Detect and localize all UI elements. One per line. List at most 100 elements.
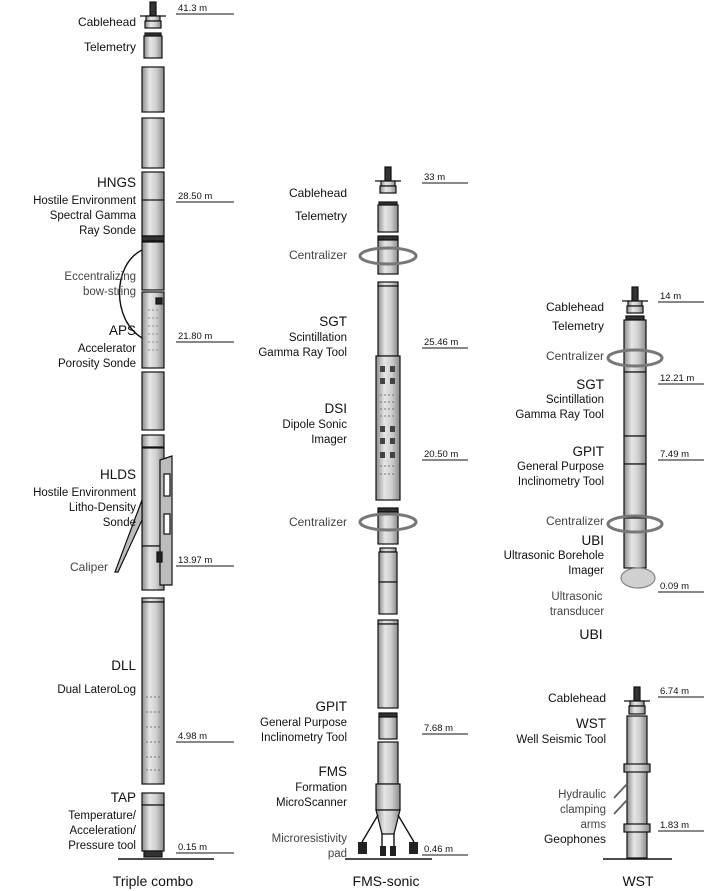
wst-arms-label: Hydraulic clamping arms xyxy=(558,788,606,833)
sgt-title: SGT xyxy=(319,314,347,329)
ubi-depth-4: 0.09 m xyxy=(660,581,690,592)
fms-title: FMS xyxy=(318,764,348,779)
fms-depth-5: 0.46 m xyxy=(424,844,454,855)
transducer-1: Ultrasonic xyxy=(551,591,603,603)
sgt-desc-2: Gamma Ray Tool xyxy=(258,347,347,359)
fms-desc-2: MicroScanner xyxy=(276,797,347,809)
tc-depth-2: 28.50 m xyxy=(178,191,213,202)
fms-sgt-label: SGT Scintillation Gamma Ray Tool xyxy=(258,314,347,361)
tc-telemetry-label: Telemetry xyxy=(83,40,136,54)
arms-1: Hydraulic xyxy=(558,789,606,801)
fms-depth-3: 20.50 m xyxy=(424,449,459,460)
dsi-desc-1: Dipole Sonic xyxy=(282,419,347,431)
ubi-depth-3: 7.49 m xyxy=(660,449,690,460)
dll-title: DLL xyxy=(111,658,136,673)
tc-dll-label: DLL Dual LateroLog xyxy=(57,658,136,698)
tap-desc-3: Pressure tool xyxy=(68,840,136,852)
ubi-sgt-title: SGT xyxy=(576,377,604,392)
hlds-desc-3: Sonde xyxy=(102,517,136,529)
bow-string-shape xyxy=(118,249,143,339)
tc-tap-label: TAP Temperature/ Acceleration/ Pressure … xyxy=(68,790,136,854)
wst-desc: Well Seismic Tool xyxy=(516,734,606,746)
caliper-arm-shape xyxy=(114,499,143,573)
ultrasonic-transducer-shape xyxy=(620,567,656,589)
ubi-desc-2: Imager xyxy=(568,565,604,577)
fms-centralizer-1-label: Centralizer xyxy=(288,248,347,262)
gpit-desc-2: Inclinometry Tool xyxy=(260,732,347,744)
ubi-desc-1: Ultrasonic Borehole xyxy=(503,550,604,562)
ubi-centralizer-1-label: Centralizer xyxy=(545,349,604,363)
wst-depth-1: 6.74 m xyxy=(660,686,690,697)
fms-desc-1: Formation xyxy=(295,782,347,794)
tc-cablehead-label: Cablehead xyxy=(77,15,136,29)
tc-aps-label: APS Accelerator Porosity Sonde xyxy=(58,323,136,372)
bow-string-label: Eccentralizing bow-string xyxy=(64,270,136,300)
fms-sonic-depth-lines xyxy=(422,182,468,856)
wst-wst-label: WST Well Seismic Tool xyxy=(516,716,606,748)
fms-pad-arms xyxy=(361,814,415,848)
dsi-desc-2: Imager xyxy=(311,434,347,446)
sgt-desc-1: Scintillation xyxy=(288,332,347,344)
fms-sonic-caption: FMS-sonic xyxy=(352,873,420,889)
ubi-string xyxy=(606,286,664,589)
tap-desc-2: Acceleration/ xyxy=(69,825,136,837)
tc-depth-5: 4.98 m xyxy=(178,731,208,742)
ubi-gpit-label: GPIT General Purpose Inclinometry Tool xyxy=(517,444,604,490)
clamping-arms-shape xyxy=(613,783,628,815)
wst-depth-2: 1.83 m xyxy=(660,820,690,831)
hngs-desc-1: Hostile Environment xyxy=(33,195,136,207)
tc-depth-3: 21.80 m xyxy=(178,331,213,342)
fms-fms-label: FMS Formation MicroScanner xyxy=(276,764,347,811)
hngs-desc-2: Spectral Gamma xyxy=(49,210,136,222)
wst-geophones-label: Geophones xyxy=(543,832,606,846)
ubi-sgt-desc-1: Scintillation xyxy=(545,394,604,406)
fms-telemetry-label: Telemetry xyxy=(294,209,347,223)
wst-title: WST xyxy=(576,716,606,731)
ubi-sgt-label: SGT Scintillation Gamma Ray Tool xyxy=(515,377,604,423)
hlds-desc-2: Litho-Density xyxy=(68,502,136,514)
tap-desc-1: Temperature/ xyxy=(68,810,136,822)
ubi-depth-2: 12.21 m xyxy=(660,373,695,384)
tc-depth-1: 41.3 m xyxy=(178,3,208,14)
fms-depth-1: 33 m xyxy=(424,172,446,183)
dll-desc: Dual LateroLog xyxy=(57,684,136,696)
pad-1: Microresistivity xyxy=(271,833,347,845)
fms-cablehead-label: Cablehead xyxy=(288,186,347,200)
triple-combo-string xyxy=(114,1,214,860)
caliper-label: Caliper xyxy=(69,560,108,574)
ubi-gpit-title: GPIT xyxy=(572,444,604,459)
transducer-2: transducer xyxy=(549,606,605,618)
aps-title: APS xyxy=(108,323,136,338)
ubi-cablehead-label: Cablehead xyxy=(545,300,604,314)
wst-string xyxy=(603,686,672,860)
fms-dsi-label: DSI Dipole Sonic Imager xyxy=(282,401,347,448)
pad-2: pad xyxy=(327,848,347,860)
hlds-desc-1: Hostile Environment xyxy=(33,487,136,499)
ubi-gpit-desc-1: General Purpose xyxy=(517,461,604,473)
ubi-depth-1: 14 m xyxy=(660,291,682,302)
fms-gpit-label: GPIT General Purpose Inclinometry Tool xyxy=(260,699,347,746)
gpit-desc-1: General Purpose xyxy=(260,717,347,729)
tap-title: TAP xyxy=(110,790,136,805)
wst-caption: WST xyxy=(622,873,654,889)
ubi-transducer-label: Ultrasonic transducer xyxy=(530,590,624,620)
ubi-centralizer-2-label: Centralizer xyxy=(545,514,604,528)
fms-sonic-string xyxy=(345,166,432,860)
arms-2: clamping xyxy=(559,804,606,816)
tc-depth-6: 0.15 m xyxy=(178,842,208,853)
tc-hlds-label: HLDS Hostile Environment Litho-Density S… xyxy=(33,467,136,531)
tc-depth-4: 13.97 m xyxy=(178,555,213,566)
fms-pad-label: Microresistivity pad xyxy=(272,832,347,862)
bowstring-2: bow-string xyxy=(82,286,136,298)
dsi-title: DSI xyxy=(324,401,347,416)
hlds-title: HLDS xyxy=(99,467,136,482)
fms-centralizer-2-label: Centralizer xyxy=(288,515,347,529)
fms-depth-4: 7.68 m xyxy=(424,723,454,734)
wst-cablehead-label: Cablehead xyxy=(547,691,606,705)
ubi-title: UBI xyxy=(581,533,604,548)
hngs-desc-3: Ray Sonde xyxy=(79,225,136,237)
ubi-caption: UBI xyxy=(579,626,603,642)
fms-depth-2: 25.46 m xyxy=(424,337,459,348)
aps-desc-1: Accelerator xyxy=(77,343,136,355)
